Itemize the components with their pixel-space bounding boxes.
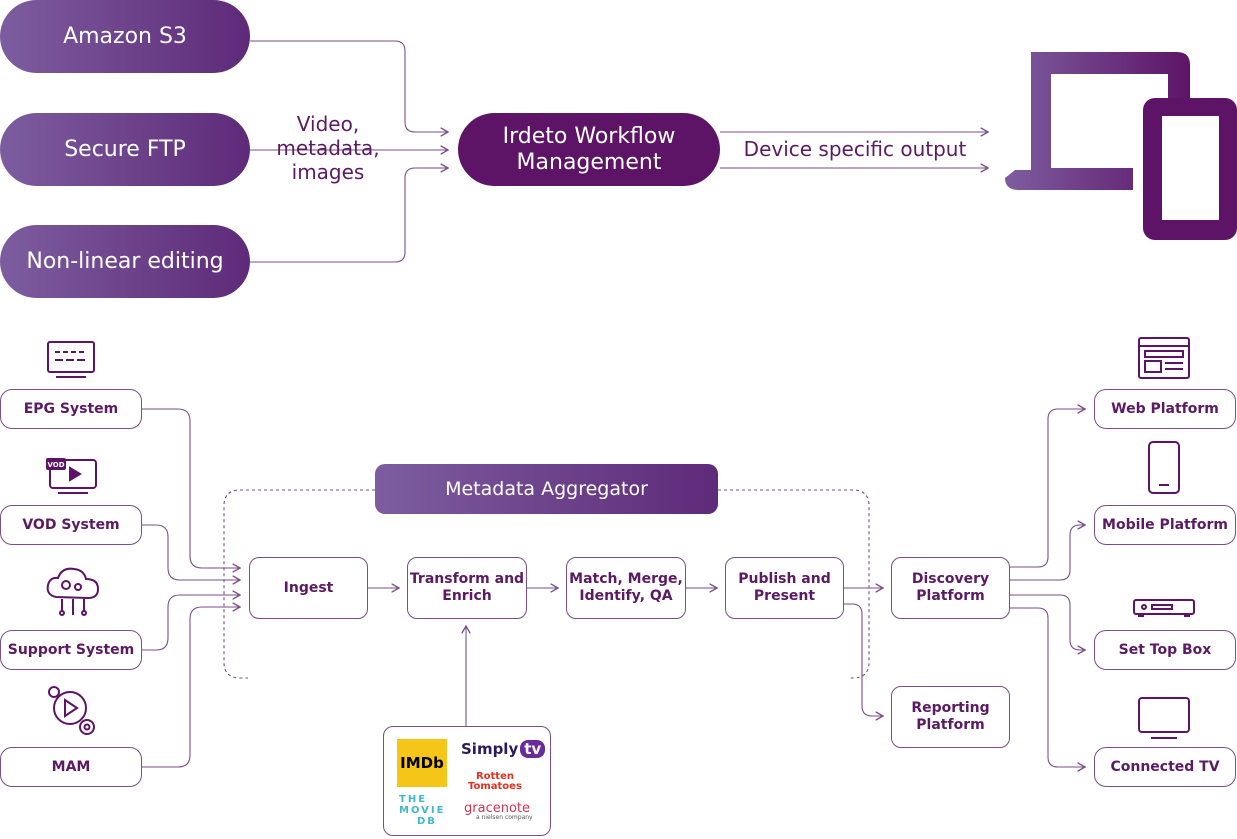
devices-icon [1005, 52, 1237, 240]
moviedb-line: MOVIE [399, 805, 446, 816]
moviedb-line: THE [399, 794, 428, 805]
stage-label: Platform [916, 717, 985, 733]
stage-label: Discovery [911, 571, 990, 587]
stage-publish-present: Publish and Present [725, 557, 844, 619]
stage-ingest: Ingest [249, 557, 368, 619]
stage-label: Ingest [283, 579, 334, 596]
stage-label: Enrich [442, 588, 492, 604]
vod-badge: VOD [47, 461, 64, 469]
web-browser-icon [1138, 337, 1190, 379]
output-web-platform: Web Platform [1094, 389, 1236, 429]
source-label: Amazon S3 [63, 23, 187, 49]
source-label: Secure FTP [64, 136, 186, 162]
epg-screen-icon [47, 341, 95, 378]
output-set-top-box: Set Top Box [1094, 630, 1236, 670]
input-label: EPG System [23, 400, 119, 417]
metadata-aggregator-title: Metadata Aggregator [375, 464, 718, 514]
input-support-system: Support System [0, 630, 142, 670]
stage-match-merge: Match, Merge, Identify, QA [566, 557, 686, 619]
rotten-line: Rotten [475, 771, 514, 782]
input-label: Video, metadata, images [268, 112, 388, 184]
input-label-line: metadata, [276, 136, 380, 160]
output-label: Device specific output [743, 137, 967, 161]
input-label-line: images [291, 160, 365, 184]
stage-label: Match, Merge, [569, 571, 683, 587]
stage-label: Identify, QA [579, 588, 673, 604]
set-top-box-icon [1133, 599, 1195, 617]
stage-label: Publish and [738, 571, 831, 587]
input-label: Support System [7, 641, 135, 658]
workflow-line: Management [516, 149, 662, 175]
stage-reporting-platform: Reporting Platform [891, 686, 1010, 748]
mobile-phone-icon [1148, 441, 1180, 494]
vod-screen-icon: VOD [46, 458, 97, 494]
workflow-line: Irdeto Workflow [502, 123, 676, 149]
input-label-line: Video, [296, 112, 360, 136]
source-non-linear-editing: Non-linear editing [0, 225, 250, 298]
simply-text: Simply [461, 740, 519, 758]
moviedb-logo: THE MOVIE DB [399, 794, 445, 827]
source-secure-ftp: Secure FTP [0, 113, 250, 186]
input-mam: MAM [0, 747, 142, 787]
simply-tv-badge: tv [520, 740, 546, 758]
input-label: VOD System [22, 516, 120, 533]
gracenote-logo: gracenote a nielsen company [464, 801, 533, 821]
moviedb-line: DB [417, 816, 437, 827]
input-vod-system: VOD System [0, 505, 142, 545]
stage-transform-enrich: Transform and Enrich [407, 557, 527, 619]
stage-label: Transform and [409, 571, 525, 587]
input-epg-system: EPG System [0, 389, 142, 429]
imdb-logo: IMDb [397, 739, 447, 787]
source-label: Non-linear editing [26, 248, 224, 274]
stage-label: Present [753, 588, 816, 604]
output-connected-tv: Connected TV [1094, 747, 1236, 787]
media-gear-icon [48, 686, 95, 735]
input-label: MAM [51, 758, 91, 775]
stage-label: Platform [916, 588, 985, 604]
tv-icon [1138, 697, 1190, 739]
output-label: Mobile Platform [1102, 516, 1228, 533]
output-label: Set Top Box [1118, 641, 1212, 658]
gracenote-sub: a nielsen company [476, 814, 533, 821]
workflow-management: Irdeto Workflow Management [458, 113, 720, 186]
stage-label: Reporting [911, 700, 990, 716]
stage-discovery-platform: Discovery Platform [891, 557, 1010, 619]
gracenote-text: gracenote [464, 801, 530, 816]
output-label: Connected TV [1110, 758, 1220, 775]
rotten-tomatoes-logo: Rotten Tomatoes [468, 772, 522, 792]
cloud-gear-icon [46, 567, 100, 616]
rotten-line: Tomatoes [468, 781, 522, 792]
output-label: Web Platform [1111, 400, 1219, 417]
source-amazon-s3: Amazon S3 [0, 0, 250, 73]
output-mobile-platform: Mobile Platform [1094, 505, 1236, 545]
